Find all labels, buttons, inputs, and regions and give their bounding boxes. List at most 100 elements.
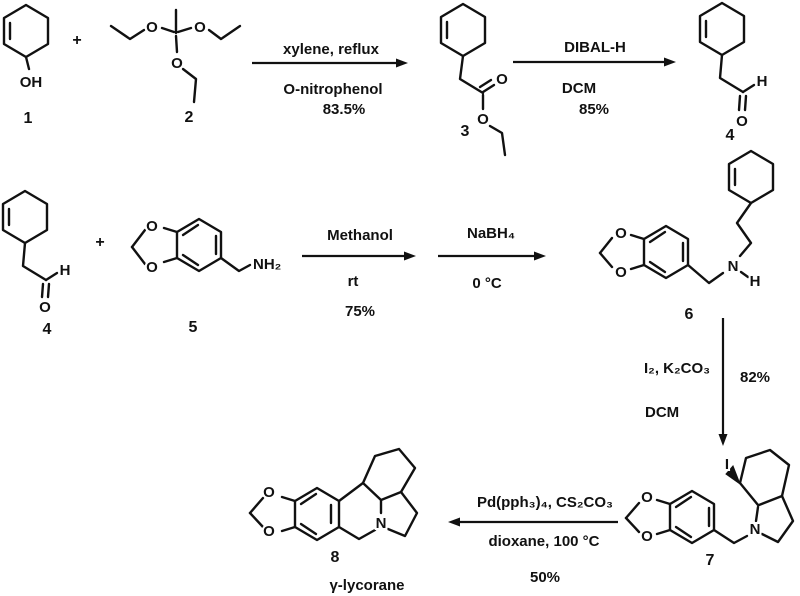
c4b-chain-bonds	[21, 241, 48, 282]
c7-benzene-bonds	[668, 489, 716, 545]
c7-o-bottom-label: O	[641, 528, 653, 545]
c7-i-label: I	[725, 456, 729, 473]
c2-o-left-bond	[160, 26, 176, 34]
c4b-h-label: H	[60, 262, 71, 279]
arrow-step-6: Pd(pph₃)₄, CS₂CO₃ dioxane, 100 °C 50%	[448, 494, 618, 586]
arrow-step-4: NaBH₄ 0 °C	[438, 225, 546, 292]
arrow-step-5: I₂, K₂CO₃ DCM 82%	[644, 318, 770, 446]
c5-number: 5	[189, 319, 198, 336]
c8-cyclohexane-bonds	[361, 447, 417, 494]
c8-dioxole-bond-1	[280, 495, 297, 503]
compound-6: O O N H 6	[598, 149, 775, 323]
c5-aromatic-inner-3	[181, 253, 200, 267]
compound-5: O O NH₂ 5	[130, 216, 283, 336]
c8-middle-ring-bonds-b	[337, 525, 377, 541]
c5-o-top-label: O	[146, 218, 158, 235]
c4a-number: 4	[726, 127, 735, 144]
c6-aromatic-inner-3	[648, 260, 667, 274]
c6-dioxole-bond-2	[629, 263, 646, 271]
c5-o-bottom-label: O	[146, 259, 158, 276]
c7-dioxole-bond-4	[624, 516, 641, 534]
c6-dioxole-bond-3	[598, 236, 614, 255]
c2-ethyl-right	[207, 24, 242, 41]
c7-dioxole-bond-2	[655, 528, 672, 536]
compound-8: O O N 8 γ-lycorane	[248, 447, 419, 594]
c6-dioxole-bond-1	[629, 233, 646, 241]
c3-number: 3	[461, 123, 470, 140]
compound-7: O O I N 7	[624, 448, 795, 569]
c6-nh-bond	[739, 270, 750, 279]
step2-solvent: DCM	[562, 80, 596, 97]
plus-sign-1: +	[72, 32, 81, 49]
step5-reagents: I₂, K₂CO₃	[644, 360, 710, 377]
c5-aromatic-inner-1	[181, 223, 200, 237]
c3-carbonyl-bond-b	[478, 78, 493, 89]
c4b-o-label: O	[39, 299, 51, 316]
c7-o-top-label: O	[641, 489, 653, 506]
c8-benzene-bonds	[293, 486, 341, 542]
compound-4-left: H O 4	[1, 189, 72, 338]
c2-ethyl-bottom	[181, 67, 198, 104]
step6-reagents: Pd(pph₃)₄, CS₂CO₃	[477, 494, 613, 511]
c8-n-label: N	[376, 515, 387, 532]
c2-o-right-bond	[176, 26, 193, 34]
step3-condition: rt	[348, 273, 359, 290]
c7-aromatic-inner-3	[674, 525, 693, 539]
c7-n-label: N	[750, 521, 761, 538]
c5-dioxole-bond-2	[162, 256, 179, 264]
step5-yield: 82%	[740, 369, 770, 386]
c5-dioxole-bond-1	[162, 226, 179, 234]
c4a-h-bond	[741, 83, 756, 94]
c6-o-top-label: O	[615, 225, 627, 242]
c6-aromatic-inner-1	[648, 230, 667, 244]
c6-benzene-bonds	[642, 224, 690, 280]
c8-dioxole-bond-3	[248, 496, 265, 515]
c6-dioxole-bond-4	[598, 251, 614, 269]
step2-yield: 85%	[579, 101, 609, 118]
step5-solvent: DCM	[645, 404, 679, 421]
compound-1: OH 1	[2, 3, 50, 127]
c7-n-ring-bond	[754, 505, 760, 523]
c8-pyrrolidine-bonds	[379, 490, 419, 538]
c2-o-bottom-bond	[174, 34, 179, 54]
arrow-step-3: Methanol rt 75%	[302, 227, 416, 320]
c4a-carbonyl-bond-a	[737, 94, 742, 112]
c1-oh-bond	[24, 55, 31, 71]
compound-2: O O O 2	[109, 8, 242, 126]
c7-cyclohexane-bonds	[738, 448, 791, 507]
c7-dioxole-bond-3	[624, 501, 641, 520]
step4-condition: 0 °C	[472, 275, 502, 292]
step1-reagent-above: xylene, reflux	[283, 41, 380, 58]
step1-yield: 83.5%	[323, 101, 366, 118]
c8-compound-name: γ-lycorane	[329, 577, 404, 594]
c7-dioxole-bond-1	[655, 498, 672, 506]
c7-number: 7	[706, 552, 715, 569]
c2-ethyl-left	[109, 24, 146, 41]
step1-reagent-below: O-nitrophenol	[283, 81, 382, 98]
c1-number: 1	[24, 110, 33, 127]
c4a-h-label: H	[757, 73, 768, 90]
c6-ethyl-linker-bonds	[735, 201, 753, 258]
c1-oh-label: OH	[20, 74, 43, 91]
c6-o-bottom-label: O	[615, 264, 627, 281]
c7-aromatic-inner-1	[674, 495, 693, 509]
c3-chain-bonds	[458, 54, 485, 95]
c5-dioxole-bond-4	[130, 245, 147, 266]
c4b-number: 4	[43, 321, 52, 338]
compound-4-top: H O 4	[698, 1, 769, 144]
plus-sign-2: +	[95, 234, 104, 251]
c8-middle-ring-bonds-a	[337, 481, 383, 515]
c6-h-label: H	[750, 273, 761, 290]
step4-reagent: NaBH₄	[467, 225, 515, 242]
step3-solvent: Methanol	[327, 227, 393, 244]
c8-dioxole-bond-4	[248, 511, 265, 529]
c4a-carbonyl-bond-b	[743, 94, 748, 112]
step6-yield: 50%	[530, 569, 560, 586]
c7-benzylic-bonds	[712, 528, 749, 545]
c3-carbonyl-bond-a	[481, 83, 496, 94]
c4b-carbonyl-bond-a	[40, 282, 45, 299]
arrow-step-1: xylene, reflux O-nitrophenol 83.5%	[252, 41, 408, 118]
c8-dioxole-bond-2	[280, 525, 297, 533]
c2-o-bottom-label: O	[171, 55, 183, 72]
c6-number: 6	[685, 306, 694, 323]
